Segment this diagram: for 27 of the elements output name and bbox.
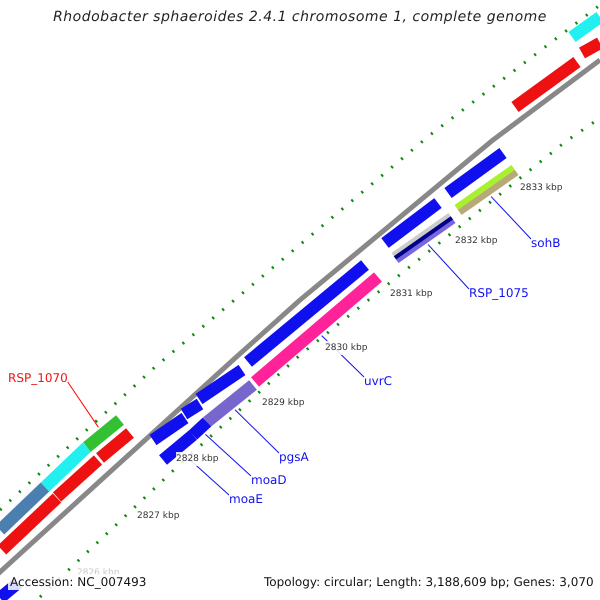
leader-line	[428, 244, 470, 290]
scale-label: 2831 kbp	[390, 287, 432, 301]
leader-line	[204, 434, 252, 476]
gene-label: RSP_1070	[8, 371, 68, 385]
gene-bar	[203, 380, 257, 427]
scale-label: 2833 kbp	[520, 181, 562, 195]
gene-label: moaE	[229, 492, 263, 506]
gene-label: pgsA	[279, 450, 309, 464]
gene-label: moaD	[251, 473, 287, 487]
genome-summary: Topology: circular; Length: 3,188,609 bp; Genes: 3,070	[262, 574, 596, 590]
gene-label: RSP_1075	[469, 286, 529, 300]
scale-label: 2827 kbp	[137, 509, 180, 523]
gene-bar	[188, 418, 212, 440]
gene-bar	[391, 212, 456, 264]
leader-line	[490, 196, 532, 240]
gene-label: sohB	[531, 236, 560, 250]
scale-label: 2829 kbp	[262, 396, 304, 410]
title: Rhodobacter sphaeroides 2.4.1 chromosome 1, complete genome	[52, 10, 548, 24]
scale-label: 2830 kbp	[325, 341, 368, 355]
gene-bar	[83, 415, 124, 452]
gene-bar	[159, 430, 197, 465]
gene-bar	[454, 164, 519, 216]
scale-label: 2832 kbp	[455, 234, 498, 248]
gene-label: uvrC	[364, 374, 392, 388]
scale-label: 2828 kbp	[176, 452, 218, 466]
leader-line	[67, 382, 99, 428]
leader-line	[234, 409, 280, 454]
